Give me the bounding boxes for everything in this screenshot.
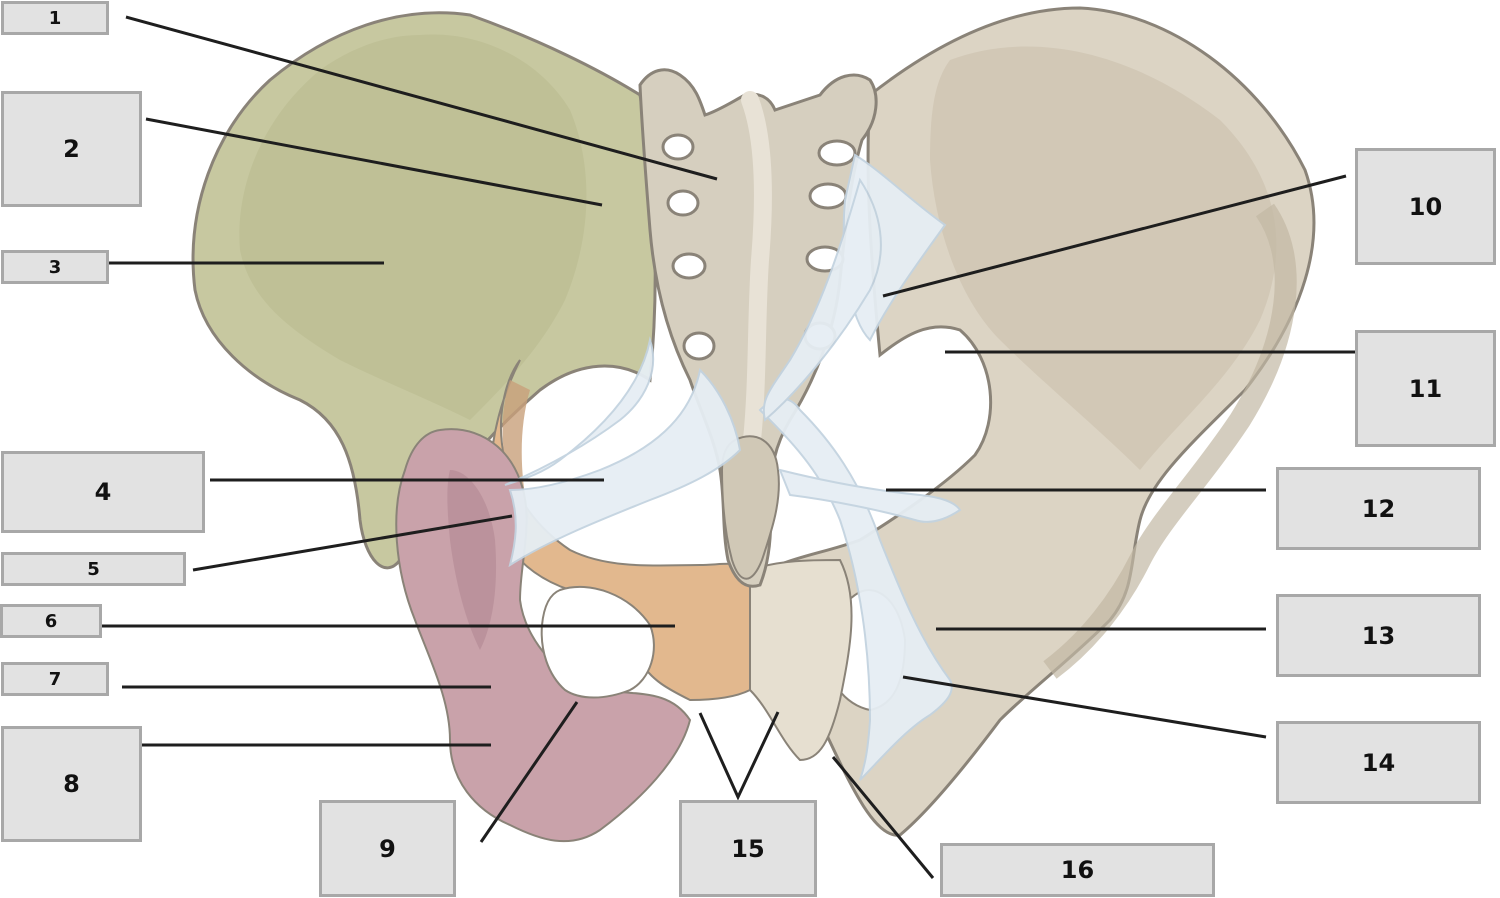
label-box-3[interactable]: 3	[1, 250, 109, 284]
label-box-9[interactable]: 9	[319, 800, 456, 897]
sacral-foramen	[808, 182, 848, 210]
label-box-13[interactable]: 13	[1276, 594, 1481, 677]
label-box-16[interactable]: 16	[940, 843, 1215, 897]
label-box-12[interactable]: 12	[1276, 467, 1481, 550]
sacral-foramen	[682, 331, 716, 361]
label-box-7[interactable]: 7	[1, 662, 109, 696]
iliolumbar-band	[762, 177, 882, 422]
label-box-5[interactable]: 5	[1, 552, 186, 586]
label-box-4[interactable]: 4	[1, 451, 205, 533]
leader-line-1	[125, 15, 718, 181]
leader-line-10	[882, 174, 1347, 298]
label-box-6[interactable]: 6	[0, 604, 102, 638]
right-pubis	[749, 558, 853, 762]
leader-line-14	[902, 675, 1267, 739]
label-box-14[interactable]: 14	[1276, 721, 1481, 804]
left-iliac-fossa	[239, 34, 587, 421]
label-box-1[interactable]: 1	[1, 1, 109, 35]
sacrotuberous-ligament-left	[504, 336, 655, 486]
left-ischium-shade	[447, 470, 497, 650]
leader-line-2	[145, 117, 603, 207]
leader-lines	[100, 15, 1356, 879]
coccyx	[720, 435, 780, 580]
leader-line-16	[831, 756, 935, 879]
leader-line-15	[698, 711, 780, 801]
sacrotuberous-ligament-right	[758, 397, 953, 781]
sacrospinous-ligament-left	[508, 367, 742, 568]
ligaments	[504, 153, 962, 781]
median-sacral-crest	[741, 91, 772, 449]
sacrospinous-ligament-right	[778, 468, 962, 523]
left-pubis-shade	[502, 380, 530, 520]
label-box-10[interactable]: 10	[1355, 148, 1496, 265]
sacral-foramen	[817, 139, 857, 167]
label-box-2[interactable]: 2	[1, 91, 142, 207]
leader-line-5	[192, 514, 513, 572]
label-box-15[interactable]: 15	[679, 800, 817, 897]
sacral-foramen	[661, 133, 695, 161]
sacral-foramen	[666, 189, 700, 217]
leader-line-9	[479, 701, 579, 843]
label-box-11[interactable]: 11	[1355, 330, 1496, 447]
label-box-8[interactable]: 8	[1, 726, 142, 842]
right-iliac-fossa	[930, 46, 1277, 470]
right-acetabulum-ridge	[1043, 203, 1297, 679]
sacral-foramen	[671, 252, 707, 280]
